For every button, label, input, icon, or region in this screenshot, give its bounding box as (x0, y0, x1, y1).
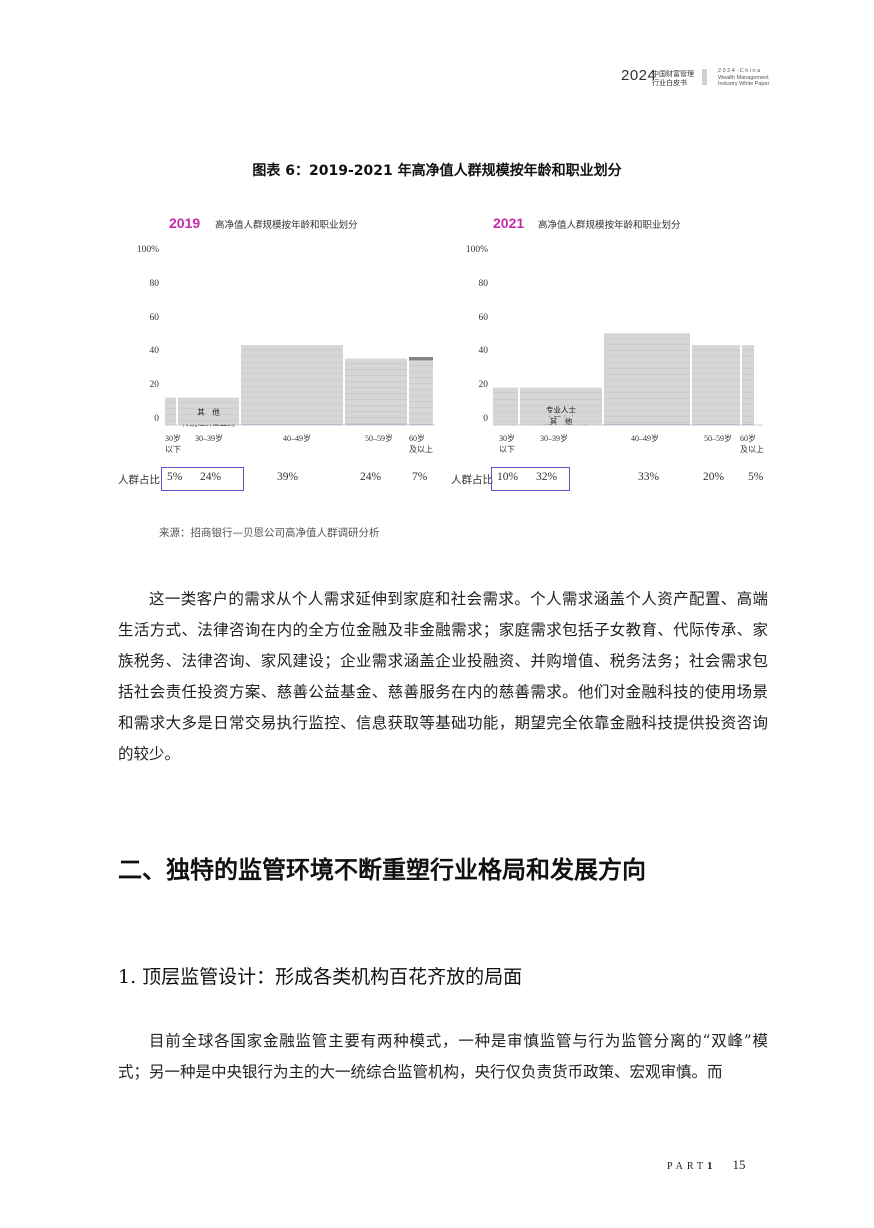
segment-非董监高 (409, 360, 433, 425)
figure-source: 来源：招商银行—贝恩公司高净值人群调研分析 (159, 527, 380, 539)
x-label-line: 及以上 (740, 445, 764, 454)
x-label-line: 以下 (165, 445, 181, 454)
header-publication-title: 中国财富管理 行业白皮书 (652, 70, 694, 88)
paragraph-text: 目前全球各国家金融监管主要有两种模式，一种是审慎监管与行为监管分离的“双峰”模式… (118, 1032, 768, 1081)
paragraph-text: 这一类客户的需求从个人需求延伸到家庭和社会需求。个人需求涵盖个人资产配置、高端生… (118, 590, 768, 763)
share-highlight-box-2019 (161, 467, 244, 491)
x-label-line: 60岁 (409, 434, 425, 443)
segment-非董监高 (345, 358, 407, 425)
x-label: 30岁以下 (165, 433, 181, 455)
y-tick-label: 80 (149, 279, 160, 289)
header-en-line1: 2 0 2 4 · C h i n a (718, 68, 761, 74)
segment-label: 专业人士 (546, 405, 576, 415)
subsection-heading: 1. 顶层监管设计：形成各类机构百花齐放的局面 (118, 966, 523, 988)
x-label-line: 及以上 (409, 445, 433, 454)
page-number: 15 (732, 1157, 746, 1172)
y-tick-label: 60 (478, 313, 489, 323)
x-label: 60岁及以上 (740, 433, 764, 455)
share-value: 7% (412, 471, 428, 483)
y-tick-label: 0 (483, 414, 488, 424)
x-label: 60岁及以上 (409, 433, 433, 455)
segment-非董监高 (742, 345, 754, 425)
x-label: 40–49岁 (631, 434, 659, 443)
header-cn-line1: 中国财富管理 (652, 70, 694, 78)
x-label: 30–39岁 (540, 434, 568, 443)
x-label-line: 30岁 (165, 434, 181, 443)
x-label-line: 30岁 (499, 434, 515, 443)
segment-其 他 (178, 397, 239, 425)
chart-2019-ylabels: 100% 80 60 40 20 0 (133, 245, 438, 480)
share-row-label-2021: 人群占比 (451, 474, 493, 486)
footer-part-number: 1 (707, 1160, 713, 1172)
share-value: 20% (703, 471, 725, 483)
x-label: 50–59岁 (704, 434, 732, 443)
share-value: 10% (497, 471, 519, 483)
chart-2021-subtitle: 高净值人群规模按年龄和职业划分 (538, 220, 681, 231)
segment-其 他 (165, 397, 176, 425)
share-value: 39% (277, 471, 299, 483)
header-cn-line2: 行业白皮书 (652, 79, 687, 87)
y-tick-label: 20 (478, 380, 489, 390)
footer-part-label: PART (667, 1161, 708, 1172)
chart-2021-plot: 传统经济创富一代新经济创富一代传统经济董监高新经济董监高非董监高继承二代专业人士… (493, 333, 763, 426)
header-year: 2024 (621, 67, 657, 84)
y-tick-label: 0 (154, 414, 159, 424)
share-highlight-box-2021 (491, 467, 570, 491)
body-paragraph-1: 这一类客户的需求从个人需求延伸到家庭和社会需求。个人需求涵盖个人资产配置、高端生… (118, 584, 768, 770)
header-divider (702, 69, 707, 85)
share-value: 5% (748, 471, 764, 483)
header-english-title: 2 0 2 4 · C h i n a Wealth Management In… (718, 68, 769, 88)
segment-其 他 (520, 416, 602, 425)
segment-label: 其 他 (550, 416, 573, 426)
y-tick-label: 20 (149, 380, 160, 390)
chart-2019-plot: 传统经济创富一代新经济创富一代传统经济董监高新经济董监高非董监高继承二代专业人士… (165, 345, 435, 427)
chart-2019-subtitle: 高净值人群规模按年龄和职业划分 (215, 220, 358, 231)
y-tick-label: 40 (478, 346, 489, 356)
share-value: 24% (200, 471, 222, 483)
share-value: 32% (536, 471, 558, 483)
x-label: 40–49岁 (283, 434, 311, 443)
x-label: 30–39岁 (195, 434, 223, 443)
figure-title: 图表 6：2019-2021 年高净值人群规模按年龄和职业划分 (252, 163, 622, 179)
x-label: 50–59岁 (365, 434, 393, 443)
section-heading: 二、独特的监管环境不断重塑行业格局和发展方向 (118, 855, 646, 884)
y-tick-label: 40 (149, 346, 160, 356)
share-value: 5% (167, 471, 183, 483)
page-footer: PART1 15 (667, 1157, 746, 1173)
y-tick-label: 100% (136, 245, 159, 255)
x-label-line: 60岁 (740, 434, 756, 443)
share-value: 24% (360, 471, 382, 483)
segment-其 他 (493, 416, 518, 425)
segment-非董监高 (241, 345, 343, 425)
share-value: 33% (638, 471, 660, 483)
chart-2021-ylabels: 100% 80 60 40 20 0 (462, 245, 767, 480)
share-row-label-2019: 人群占比 (118, 474, 160, 486)
x-label: 30岁以下 (499, 433, 515, 455)
y-tick-label: 60 (149, 313, 160, 323)
header-en-line3: Industry White Paper (718, 81, 770, 87)
body-paragraph-2: 目前全球各国家金融监管主要有两种模式，一种是审慎监管与行为监管分离的“双峰”模式… (118, 1026, 768, 1088)
chart-2019-year: 2019 (169, 215, 201, 231)
segment-非董监高 (604, 333, 690, 425)
x-label-line: 以下 (499, 445, 515, 454)
y-tick-label: 100% (465, 245, 488, 255)
y-tick-label: 80 (478, 279, 489, 289)
segment-非董监高 (692, 345, 740, 425)
segment-label: 其 他 (197, 406, 220, 416)
header-en-line2: Wealth Management (718, 74, 769, 81)
chart-2021-year: 2021 (493, 215, 525, 231)
